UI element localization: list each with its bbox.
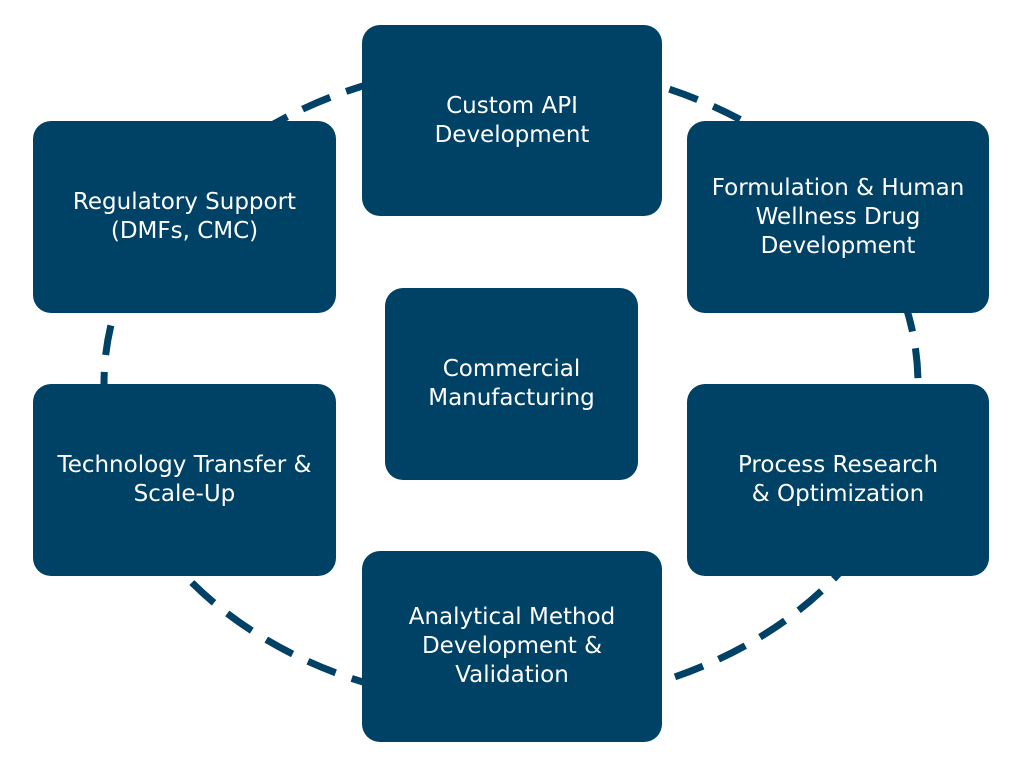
node-process-research-optimization: Process Research & Optimization [687,384,989,576]
node-label: Regulatory Support (DMFs, CMC) [72,189,297,244]
node-label: Technology Transfer & Scale-Up [57,452,312,507]
center-node-label: Commercial Manufacturing [428,356,595,411]
node-label: Analytical Method Development & Validati… [408,604,616,688]
node-regulatory-support: Regulatory Support (DMFs, CMC) [33,121,336,313]
node-technology-transfer-scale-up: Technology Transfer & Scale-Up [33,384,336,576]
node-analytical-method-development-validation: Analytical Method Development & Validati… [362,551,662,742]
node-label: Custom API Development [434,92,590,148]
node-label: Formulation & Human Wellness Drug Develo… [711,174,965,259]
node-label: Process Research & Optimization [737,452,939,507]
node-custom-api-development: Custom API Development [362,25,662,216]
center-node-commercial-manufacturing: Commercial Manufacturing [385,288,638,480]
node-formulation-wellness-drug-development: Formulation & Human Wellness Drug Develo… [687,121,989,313]
